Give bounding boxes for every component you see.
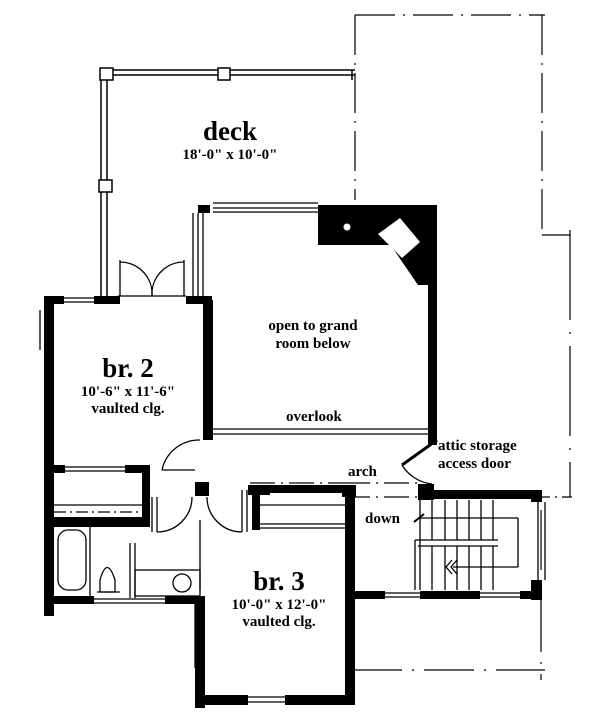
open-line1: open to grand [268, 318, 358, 334]
br3-ceiling: vaulted clg. [242, 614, 316, 630]
overlook-label: overlook [286, 409, 342, 425]
roof-outline [250, 14, 575, 680]
down-label: down [365, 511, 401, 527]
deck-size: 18'-0" x 10'-0" [182, 147, 278, 163]
attic-door-label: attic storage access door [438, 437, 517, 473]
br2-size: 10'-6" x 11'-6" [80, 384, 176, 400]
deck-label: deck 18'-0" x 10'-0" [180, 118, 280, 164]
staircase [413, 500, 519, 590]
open-to-below-label: open to grand room below [248, 317, 378, 353]
br2-name: br. 2 [102, 353, 154, 383]
br3-label: br. 3 10'-0" x 12'-0" vaulted clg. [213, 568, 345, 631]
arch-label: arch [348, 464, 377, 480]
open-line2: room below [275, 336, 351, 352]
deck-name: deck [203, 116, 257, 146]
br2-ceiling: vaulted clg. [91, 401, 165, 417]
attic-line2: access door [438, 456, 511, 472]
br3-name: br. 3 [253, 566, 305, 596]
deck-railing [98, 67, 355, 298]
attic-line1: attic storage [438, 438, 517, 454]
br3-size: 10'-0" x 12'-0" [231, 597, 327, 613]
br2-label: br. 2 10'-6" x 11'-6" vaulted clg. [58, 355, 198, 418]
